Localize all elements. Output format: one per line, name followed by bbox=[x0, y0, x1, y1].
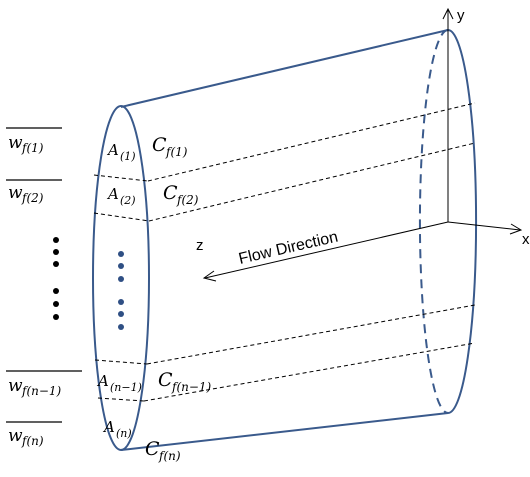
area-subscript: (2) bbox=[120, 194, 136, 207]
axial-line-4 bbox=[143, 342, 476, 402]
front-chord-2 bbox=[93, 212, 150, 222]
concentration-subscript: f(1) bbox=[165, 145, 188, 159]
w-label: w bbox=[8, 183, 23, 203]
front-chord-4 bbox=[97, 397, 145, 402]
cylinder bbox=[92, 29, 478, 451]
back-face-hidden-arc bbox=[418, 29, 449, 414]
area-subscript: (n−1) bbox=[110, 381, 142, 394]
concentration-subscript: f(2) bbox=[176, 193, 199, 207]
area-subscript: (1) bbox=[120, 150, 136, 163]
dot bbox=[118, 311, 124, 317]
cylinder-top-edge bbox=[120, 29, 449, 108]
segment-n-minus-1-labels: w f(n−1) A (n−1) C f(n−1) bbox=[6, 369, 212, 398]
x-axis-label: x bbox=[522, 231, 530, 248]
w-label: w bbox=[8, 426, 23, 446]
concentration-subscript: f(n) bbox=[158, 449, 181, 463]
area-label: A bbox=[106, 185, 119, 203]
x-axis-arrowhead bbox=[509, 223, 523, 235]
dot bbox=[118, 276, 124, 282]
area-label: A bbox=[96, 372, 109, 390]
dot bbox=[53, 237, 59, 243]
y-axis-label: y bbox=[457, 7, 465, 24]
front-face-ellipse bbox=[92, 105, 150, 451]
ellipsis-dots-outside bbox=[53, 237, 59, 320]
w-subscript: f(n) bbox=[21, 434, 44, 448]
dot bbox=[53, 249, 59, 255]
concentration-label: C bbox=[163, 182, 178, 204]
z-axis-label: z bbox=[196, 237, 204, 254]
dot bbox=[118, 251, 124, 257]
w-subscript: f(2) bbox=[21, 191, 44, 205]
area-subscript: (n) bbox=[116, 427, 132, 440]
flow-arrowhead bbox=[202, 270, 217, 282]
dot bbox=[53, 301, 59, 307]
w-subscript: f(n−1) bbox=[21, 384, 62, 398]
dot bbox=[53, 261, 59, 267]
dot bbox=[53, 314, 59, 320]
front-chord-1 bbox=[93, 174, 149, 182]
flow-direction-label: Flow Direction bbox=[237, 229, 340, 268]
dot bbox=[118, 263, 124, 269]
z-axis-flow-arrow bbox=[204, 221, 449, 279]
axial-line-1 bbox=[147, 102, 476, 182]
concentration-label: C bbox=[152, 134, 167, 156]
dot bbox=[53, 288, 59, 294]
slice-boundaries bbox=[93, 102, 476, 402]
concentration-label: C bbox=[158, 369, 173, 391]
segment-1-labels: w f(1) A (1) C f(1) bbox=[6, 127, 188, 163]
axial-line-2 bbox=[148, 142, 476, 222]
area-label: A bbox=[102, 418, 115, 436]
w-label: w bbox=[8, 376, 23, 396]
concentration-subscript: f(n−1) bbox=[171, 380, 212, 394]
concentration-label: C bbox=[145, 438, 160, 460]
w-subscript: f(1) bbox=[21, 141, 44, 155]
coordinate-axes bbox=[202, 7, 523, 282]
back-face-visible-arc bbox=[447, 29, 478, 414]
dot bbox=[118, 299, 124, 305]
segment-n-labels: w f(n) A (n) C f(n) bbox=[6, 418, 181, 463]
front-chord-3 bbox=[94, 359, 148, 365]
axial-line-3 bbox=[146, 304, 476, 365]
area-label: A bbox=[106, 141, 119, 159]
cylinder-bottom-edge bbox=[120, 412, 449, 451]
segment-2-labels: w f(2) A (2) C f(2) bbox=[6, 179, 199, 207]
ellipsis-dots-inside bbox=[118, 251, 124, 330]
y-axis-arrowhead bbox=[442, 7, 454, 20]
dot bbox=[118, 324, 124, 330]
w-label: w bbox=[8, 133, 23, 153]
x-axis bbox=[447, 221, 521, 231]
